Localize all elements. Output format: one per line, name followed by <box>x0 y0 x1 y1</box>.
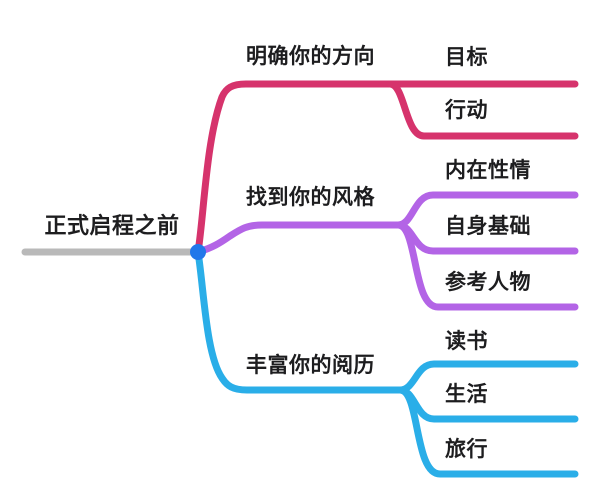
child-node-label[interactable]: 生活 <box>445 383 488 406</box>
child-node-label[interactable]: 旅行 <box>445 438 488 461</box>
branch-node-label[interactable]: 丰富你的阅历 <box>246 354 375 377</box>
child-node-label[interactable]: 读书 <box>445 330 488 353</box>
root-node-label[interactable]: 正式启程之前 <box>44 213 180 238</box>
branch-2-connector <box>194 221 402 256</box>
child-node-label[interactable]: 自身基础 <box>445 215 531 238</box>
branch-2-child-3-connector <box>394 221 579 311</box>
branch-3-connector <box>194 248 404 394</box>
root-collapse-dot[interactable] <box>190 244 206 260</box>
branch-3-child-3-connector <box>396 386 579 478</box>
child-node-label[interactable]: 内在性情 <box>445 159 531 182</box>
branch-1-connector <box>194 80 579 256</box>
child-node-label[interactable]: 行动 <box>445 99 488 122</box>
child-node-label[interactable]: 参考人物 <box>445 271 531 294</box>
branch-node-label[interactable]: 明确你的方向 <box>246 45 375 68</box>
child-node-label[interactable]: 目标 <box>445 46 488 69</box>
branch-1-child-2-connector <box>386 80 579 140</box>
branch-node-label[interactable]: 找到你的风格 <box>246 186 375 209</box>
